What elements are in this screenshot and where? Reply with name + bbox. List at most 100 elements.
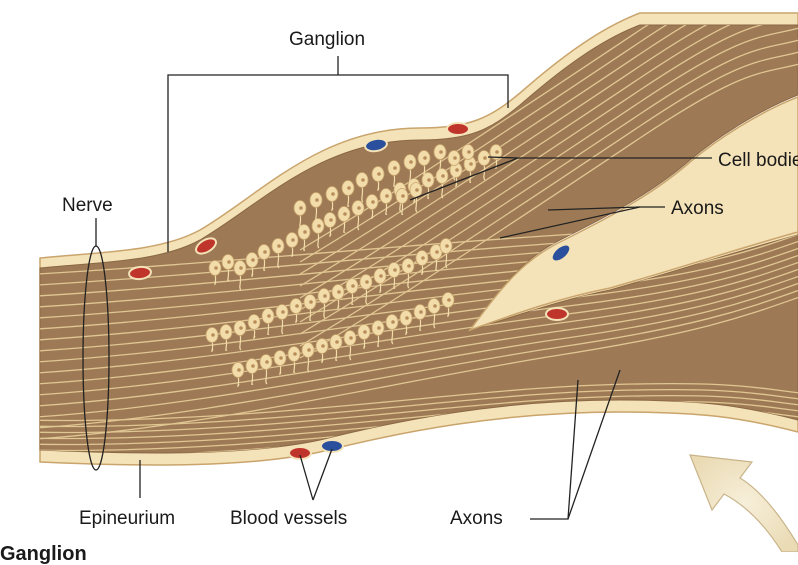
leader-lines xyxy=(82,56,712,520)
cell-body xyxy=(273,350,287,376)
blood-vessel-red xyxy=(128,265,152,281)
cell-body xyxy=(439,238,453,269)
cell-body xyxy=(323,212,337,238)
cell-body xyxy=(371,320,385,347)
axon-fiber xyxy=(299,25,798,311)
ganglion-bracket xyxy=(167,56,509,252)
cell-body xyxy=(261,308,275,335)
axon-fiber xyxy=(40,254,798,386)
cell-body xyxy=(433,144,447,171)
cell-body xyxy=(337,206,351,233)
label-cell-bodies: Cell bodies xyxy=(718,150,798,171)
cell-body xyxy=(413,304,427,331)
cell-body xyxy=(301,342,315,373)
blood-vessel-red xyxy=(446,122,470,136)
cell-body xyxy=(247,314,261,340)
cell-body xyxy=(385,314,399,345)
cell-body xyxy=(231,362,245,388)
cell-body xyxy=(219,324,233,351)
axon-fiber xyxy=(40,268,798,408)
axon-fiber xyxy=(299,25,798,275)
blood-vessels-group xyxy=(128,122,572,460)
cell-body xyxy=(329,334,343,361)
cell-body xyxy=(205,327,219,353)
label-axons-lower: Axons xyxy=(450,508,503,529)
cell-body xyxy=(287,346,301,373)
blood-vessel-blue xyxy=(320,439,344,453)
cell-body xyxy=(245,358,259,385)
axon-fiber xyxy=(40,394,798,434)
cell-body xyxy=(245,252,259,278)
cell-body xyxy=(233,260,247,291)
axons-lower-leader xyxy=(530,369,621,520)
cell-body xyxy=(461,144,475,170)
cell-body xyxy=(371,166,385,192)
cell-body xyxy=(489,144,503,170)
cell-body xyxy=(415,250,429,276)
cell-body xyxy=(289,298,303,324)
cell-body xyxy=(233,320,247,351)
nerve-body xyxy=(39,24,798,454)
axon-fiber xyxy=(40,382,798,422)
blood-vessel-red xyxy=(288,446,312,460)
cell-body xyxy=(373,268,387,294)
label-blood-vessels: Blood vessels xyxy=(230,508,348,529)
cell-body xyxy=(297,224,311,251)
cell-body xyxy=(403,154,417,185)
cell-body xyxy=(435,168,449,199)
cell-body xyxy=(341,180,355,207)
blood-vessel-blue xyxy=(550,243,572,263)
blood-vessels-leader xyxy=(299,448,333,501)
axon-fiber xyxy=(299,25,798,299)
label-ganglion: Ganglion xyxy=(289,29,366,50)
cell-body xyxy=(275,304,289,335)
cell-body xyxy=(259,354,273,385)
cell-body xyxy=(331,284,345,310)
cell-body xyxy=(351,200,365,231)
cell-body xyxy=(221,254,235,281)
axon-fiber xyxy=(299,25,798,323)
cell-body xyxy=(417,150,431,176)
ganglion-diagram xyxy=(39,12,798,552)
cell-body xyxy=(401,258,415,289)
cell-body xyxy=(343,330,357,361)
axon-fiber xyxy=(40,275,798,419)
cell-body xyxy=(477,150,491,181)
cell-bodies-leader xyxy=(409,156,712,201)
branch-gap xyxy=(467,96,798,332)
cell-body xyxy=(311,218,325,249)
cell-body xyxy=(441,292,455,318)
cell-body xyxy=(447,150,461,181)
axon-fiber xyxy=(299,25,798,263)
cell-body xyxy=(257,244,271,271)
cell-body xyxy=(395,188,409,215)
axon-fiber xyxy=(299,45,798,347)
cell-bodies-group xyxy=(205,144,503,388)
cell-body xyxy=(429,244,443,271)
axon-fiber xyxy=(299,33,798,335)
label-nerve: Nerve xyxy=(62,195,113,216)
cell-body xyxy=(315,338,329,364)
figure-caption: Ganglion xyxy=(0,543,87,565)
cell-body xyxy=(355,172,369,203)
cell-body xyxy=(365,194,379,220)
cell-body xyxy=(421,172,435,199)
cell-body xyxy=(379,188,393,215)
cell-body xyxy=(293,200,307,227)
blood-vessel-red xyxy=(545,307,569,321)
cell-body xyxy=(309,192,323,223)
cell-body xyxy=(463,156,477,183)
cell-body xyxy=(357,324,371,350)
curved-arrow-icon xyxy=(689,454,798,552)
axons-upper-leader xyxy=(499,206,665,239)
cell-body xyxy=(271,238,285,269)
blood-vessel-red xyxy=(195,237,217,255)
cell-body xyxy=(387,160,401,187)
axon-fiber xyxy=(40,388,798,428)
cell-body xyxy=(303,294,317,321)
axon-fiber xyxy=(40,261,798,397)
label-epineurium: Epineurium xyxy=(79,508,176,529)
cell-body xyxy=(387,262,401,289)
blood-vessel-blue xyxy=(364,137,388,153)
axon-fiber xyxy=(299,57,798,359)
